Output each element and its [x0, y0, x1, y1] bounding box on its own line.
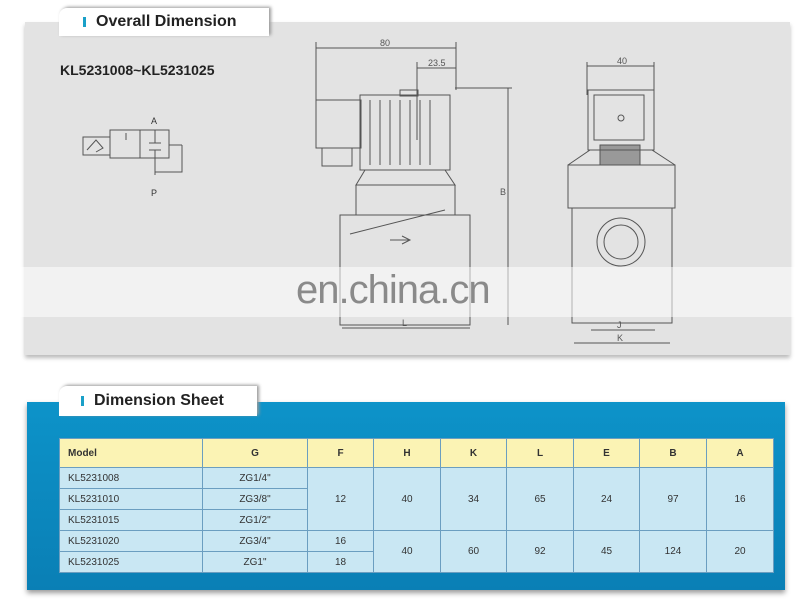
model-cell: KL5231025 — [59, 551, 203, 573]
dim-k: K — [617, 333, 623, 343]
b-cell: 97 — [639, 467, 707, 531]
a-cell: 16 — [706, 467, 774, 531]
col-g: G — [202, 438, 308, 468]
dim-23-5: 23.5 — [428, 58, 446, 68]
table-row: KL5231010 ZG3/8" — [59, 488, 774, 510]
dimension-table: Model G F H K L E B A KL5231008 ZG1/4" 1… — [59, 438, 774, 573]
dim-l: L — [402, 318, 407, 328]
col-h: H — [373, 438, 441, 468]
col-e: E — [573, 438, 640, 468]
watermark-band — [0, 267, 800, 317]
h-cell: 40 — [373, 530, 441, 573]
dim-b: B — [500, 187, 506, 197]
col-b: B — [639, 438, 707, 468]
h-cell: 40 — [373, 467, 441, 531]
g-cell: ZG3/8" — [202, 488, 308, 510]
g-cell: ZG1/4" — [202, 467, 308, 489]
col-f: F — [307, 438, 374, 468]
g-cell: ZG1" — [202, 551, 308, 573]
col-l: L — [506, 438, 574, 468]
f-cell: 12 — [307, 467, 374, 531]
col-model: Model — [59, 438, 203, 468]
table-row: KL5231008 ZG1/4" 12 40 34 65 24 97 16 — [59, 467, 774, 531]
watermark: en.china.cn — [296, 268, 491, 312]
col-k: K — [440, 438, 507, 468]
table-header: Model G F H K L E B A — [59, 438, 774, 468]
table-row: KL5231025 ZG1" 18 — [59, 551, 774, 573]
k-cell: 60 — [440, 530, 507, 573]
k-cell: 34 — [440, 467, 507, 531]
dimension-sheet-tab: Dimension Sheet — [59, 386, 257, 416]
g-cell: ZG3/4" — [202, 530, 308, 552]
section-title: Dimension Sheet — [94, 392, 224, 409]
model-cell: KL5231008 — [59, 467, 203, 489]
accent-bar-icon — [83, 17, 86, 27]
accent-bar-icon — [81, 396, 84, 406]
model-series: KL5231008~KL5231025 — [60, 62, 215, 78]
model-cell: KL5231010 — [59, 488, 203, 510]
g-cell: ZG1/2" — [202, 509, 308, 531]
dim-40: 40 — [617, 56, 627, 66]
model-cell: KL5231015 — [59, 509, 203, 531]
l-cell: 92 — [506, 530, 574, 573]
front-view-drawing: 40 J K — [567, 56, 676, 344]
valve-symbol: A P — [82, 116, 183, 198]
e-cell: 24 — [573, 467, 640, 531]
f-cell: 16 — [307, 530, 374, 552]
table-row: KL5231020 ZG3/4" 16 40 60 92 45 124 20 — [59, 530, 774, 573]
section-title: Overall Dimension — [96, 13, 237, 30]
port-a-label: A — [151, 116, 157, 126]
l-cell: 65 — [506, 467, 574, 531]
b-cell: 124 — [639, 530, 707, 573]
port-p-label: P — [151, 188, 157, 198]
overall-dimension-tab: Overall Dimension — [59, 8, 269, 36]
f-cell: 18 — [307, 551, 374, 573]
model-cell: KL5231020 — [59, 530, 203, 552]
a-cell: 20 — [706, 530, 774, 573]
dim-j: J — [617, 320, 622, 330]
col-a: A — [706, 438, 774, 468]
dim-80: 80 — [380, 38, 390, 48]
e-cell: 45 — [573, 530, 640, 573]
